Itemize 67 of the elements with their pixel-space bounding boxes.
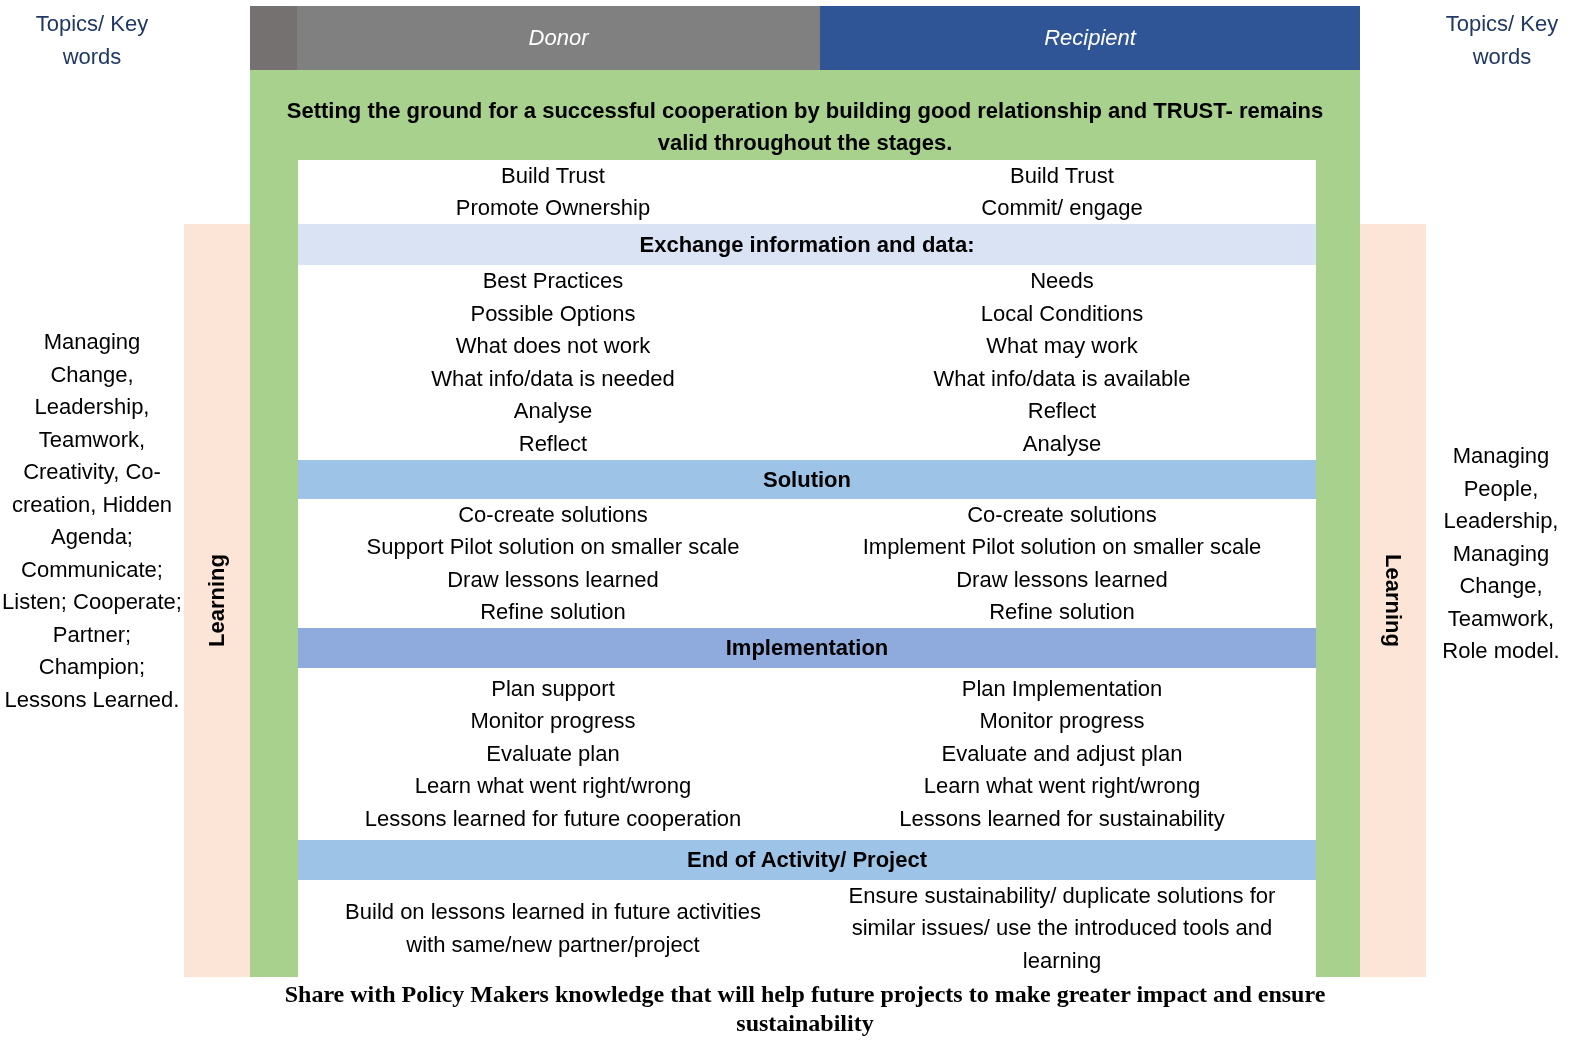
caption: Share with Policy Makers knowledge that will help future projects to make greater impact and ensure sustainability xyxy=(283,980,1327,1038)
section-band xyxy=(298,628,1316,668)
table-cell xyxy=(298,160,808,224)
side-band xyxy=(184,224,250,977)
table-cell xyxy=(808,265,1316,460)
cell-text: Ensure sustainability/ duplicate solutions for similar issues/ use the introduced tools and learning xyxy=(847,881,1277,975)
section-band xyxy=(298,460,1316,499)
cell-text: Refine solution xyxy=(480,598,626,626)
section-heading: Implementation xyxy=(725,635,889,661)
side-label: Learning xyxy=(1380,554,1406,647)
cell-text: Analyse xyxy=(1022,429,1102,458)
keyword-list: Managing People, Leadership, Managing Change, Teamwork, Role model. xyxy=(1425,440,1577,668)
cell-text: Learn what went right/wrong xyxy=(414,772,692,801)
table-cell xyxy=(808,160,1316,224)
table-cell xyxy=(808,668,1316,840)
cell-text: Reflect xyxy=(518,429,588,458)
frame-heading: Setting the ground for a successful cooperation by building good relationship and TRUST- remains valid throughout the stages. xyxy=(285,97,1325,157)
section-heading: Solution xyxy=(763,466,851,493)
table-cell xyxy=(808,499,1316,628)
cell-text: Possible Options xyxy=(470,299,636,328)
side-label: Learning xyxy=(204,554,230,647)
header-text: Recipient xyxy=(1044,25,1136,51)
cell-text: Reflect xyxy=(1027,397,1097,425)
cell-text: Build Trust xyxy=(1010,161,1114,190)
cell-text: What may work xyxy=(986,332,1138,360)
cell-text: Learn what went right/wrong xyxy=(923,772,1201,801)
cell-text: What does not work xyxy=(455,332,651,360)
cell-text: Lessons learned for sustainability xyxy=(899,804,1225,833)
cell-text: Monitor progress xyxy=(470,707,636,736)
column-title: Topics/ Key words xyxy=(34,10,150,71)
cell-text: Build on lessons learned in future activities with same/new partner/project xyxy=(344,898,762,959)
cell-text: Implement Pilot solution on smaller scale xyxy=(862,533,1262,561)
table-cell xyxy=(298,668,808,840)
side-band xyxy=(1360,224,1426,977)
cell-text: Promote Ownership xyxy=(455,194,651,222)
cell-text: Draw lessons learned xyxy=(956,565,1168,594)
cell-text: Analyse xyxy=(513,397,593,425)
cell-text: What info/data is available xyxy=(933,364,1191,393)
cell-text: Build Trust xyxy=(501,161,605,190)
cell-text: Draw lessons learned xyxy=(447,565,659,594)
cell-text: Commit/ engage xyxy=(981,194,1143,222)
cell-text: Needs xyxy=(1030,267,1094,295)
cell-text: Best Practices xyxy=(482,267,624,295)
section-heading: End of Activity/ Project xyxy=(687,847,927,873)
column-header xyxy=(820,6,1360,70)
section-band xyxy=(298,224,1316,265)
cell-text: Evaluate plan xyxy=(486,739,620,768)
cell-text: Monitor progress xyxy=(979,707,1145,736)
frame-panel xyxy=(250,70,1360,977)
cell-text: Evaluate and adjust plan xyxy=(941,739,1183,768)
table-cell xyxy=(298,499,808,628)
cell-text: Refine solution xyxy=(989,598,1135,626)
section-heading: Exchange information and data: xyxy=(639,231,975,258)
cell-text: Lessons learned for future cooperation xyxy=(364,804,742,833)
cell-text: Local Conditions xyxy=(980,299,1144,328)
cell-text: Co-create solutions xyxy=(458,500,648,529)
cell-text: What info/data is needed xyxy=(431,364,675,393)
header-text: Donor xyxy=(528,25,589,51)
cell-text: Plan support xyxy=(491,674,615,703)
table-cell xyxy=(298,265,808,460)
cell-text: Support Pilot solution on smaller scale xyxy=(366,533,740,561)
keyword-list: Managing Change, Leadership, Teamwork, Creativity, Co-creation, Hidden Agenda; Communicate; Listen; Cooperate; Partner; Champion; Lessons Learned. xyxy=(0,326,184,716)
column-title: Topics/ Key words xyxy=(1444,10,1560,71)
column-header xyxy=(297,6,820,70)
cell-text: Plan Implementation xyxy=(961,674,1163,703)
cell-text: Co-create solutions xyxy=(967,500,1157,529)
section-band xyxy=(298,840,1316,880)
